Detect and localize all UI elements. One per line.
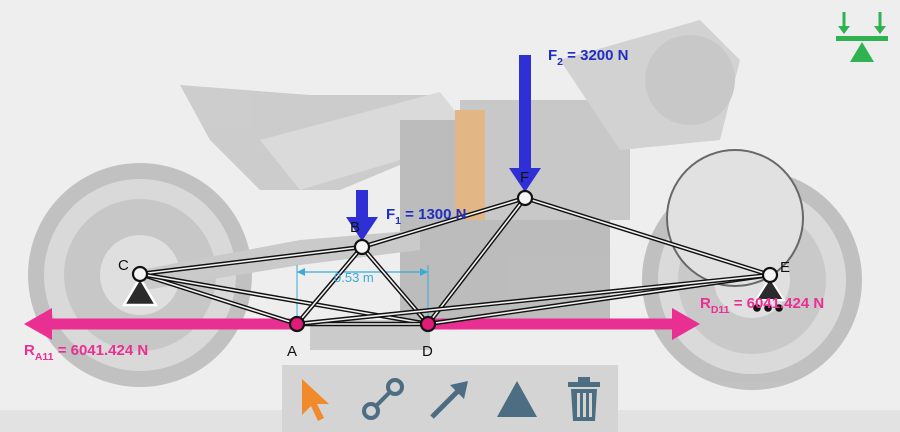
joint-label-e: E — [780, 259, 790, 276]
joint-e[interactable] — [761, 266, 779, 284]
reaction-arrow-d-head — [672, 308, 700, 340]
joint-a[interactable] — [288, 315, 306, 333]
reaction-label-d: RD11 = 6041.424 N — [700, 295, 824, 316]
add-force-tool[interactable] — [423, 372, 477, 426]
reaction-label-a: RA11 = 6041.424 N — [24, 342, 148, 363]
roller-wheel-2 — [764, 304, 772, 312]
joint-label-f: F — [520, 169, 529, 186]
dimension-arrow-left — [297, 268, 305, 276]
add-support-tool[interactable] — [490, 372, 544, 426]
truss-member-core-ca — [139, 273, 298, 325]
roller-wheel-1 — [753, 304, 761, 312]
scale-toggle-button[interactable] — [832, 8, 892, 68]
reaction-arrow-a-head — [24, 308, 52, 340]
joint-label-c: C — [118, 257, 129, 274]
tool-palette — [282, 365, 618, 432]
add-member-tool[interactable] — [356, 372, 410, 426]
force-arrow-icon — [430, 380, 468, 419]
pointer-tool[interactable] — [289, 372, 343, 426]
load-arrow-b-shaft[interactable] — [356, 190, 368, 219]
load-label-b: F1 = 1300 N — [386, 206, 466, 227]
load-arrow-b-head — [346, 217, 378, 241]
joint-c[interactable] — [131, 265, 149, 283]
roller-wheel-3 — [775, 304, 783, 312]
roller-support-e[interactable] — [754, 276, 786, 301]
delete-tool[interactable] — [557, 372, 611, 426]
trash-icon — [568, 376, 601, 421]
joint-label-b: B — [350, 219, 360, 236]
load-arrow-f-shaft[interactable] — [519, 55, 531, 170]
truss-member-core-fe — [524, 197, 771, 276]
truss-member-core-ae — [296, 274, 771, 325]
pin-support-c[interactable] — [121, 275, 159, 307]
joint-label-d: D — [422, 343, 433, 360]
balance-scale-icon — [836, 12, 888, 62]
joint-d[interactable] — [419, 315, 437, 333]
truss-member-core-df — [427, 197, 526, 325]
load-arrow-f-head — [509, 168, 541, 192]
dimension-arrow-right — [420, 268, 428, 276]
truss-member-core-bf — [361, 197, 526, 248]
dimension-label: 0.53 m — [334, 270, 374, 285]
support-triangle-icon — [497, 380, 538, 417]
joint-b[interactable] — [353, 238, 371, 256]
load-label-f: F2 = 3200 N — [548, 47, 628, 68]
joint-label-a: A — [287, 343, 297, 360]
joint-f[interactable] — [516, 189, 534, 207]
member-link-icon — [361, 377, 404, 420]
motorcycle-background-illustration — [28, 20, 862, 390]
cursor-arrow-icon — [301, 378, 329, 421]
truss-member-core-cb — [139, 246, 363, 275]
truss-member-core-ab — [296, 246, 363, 325]
